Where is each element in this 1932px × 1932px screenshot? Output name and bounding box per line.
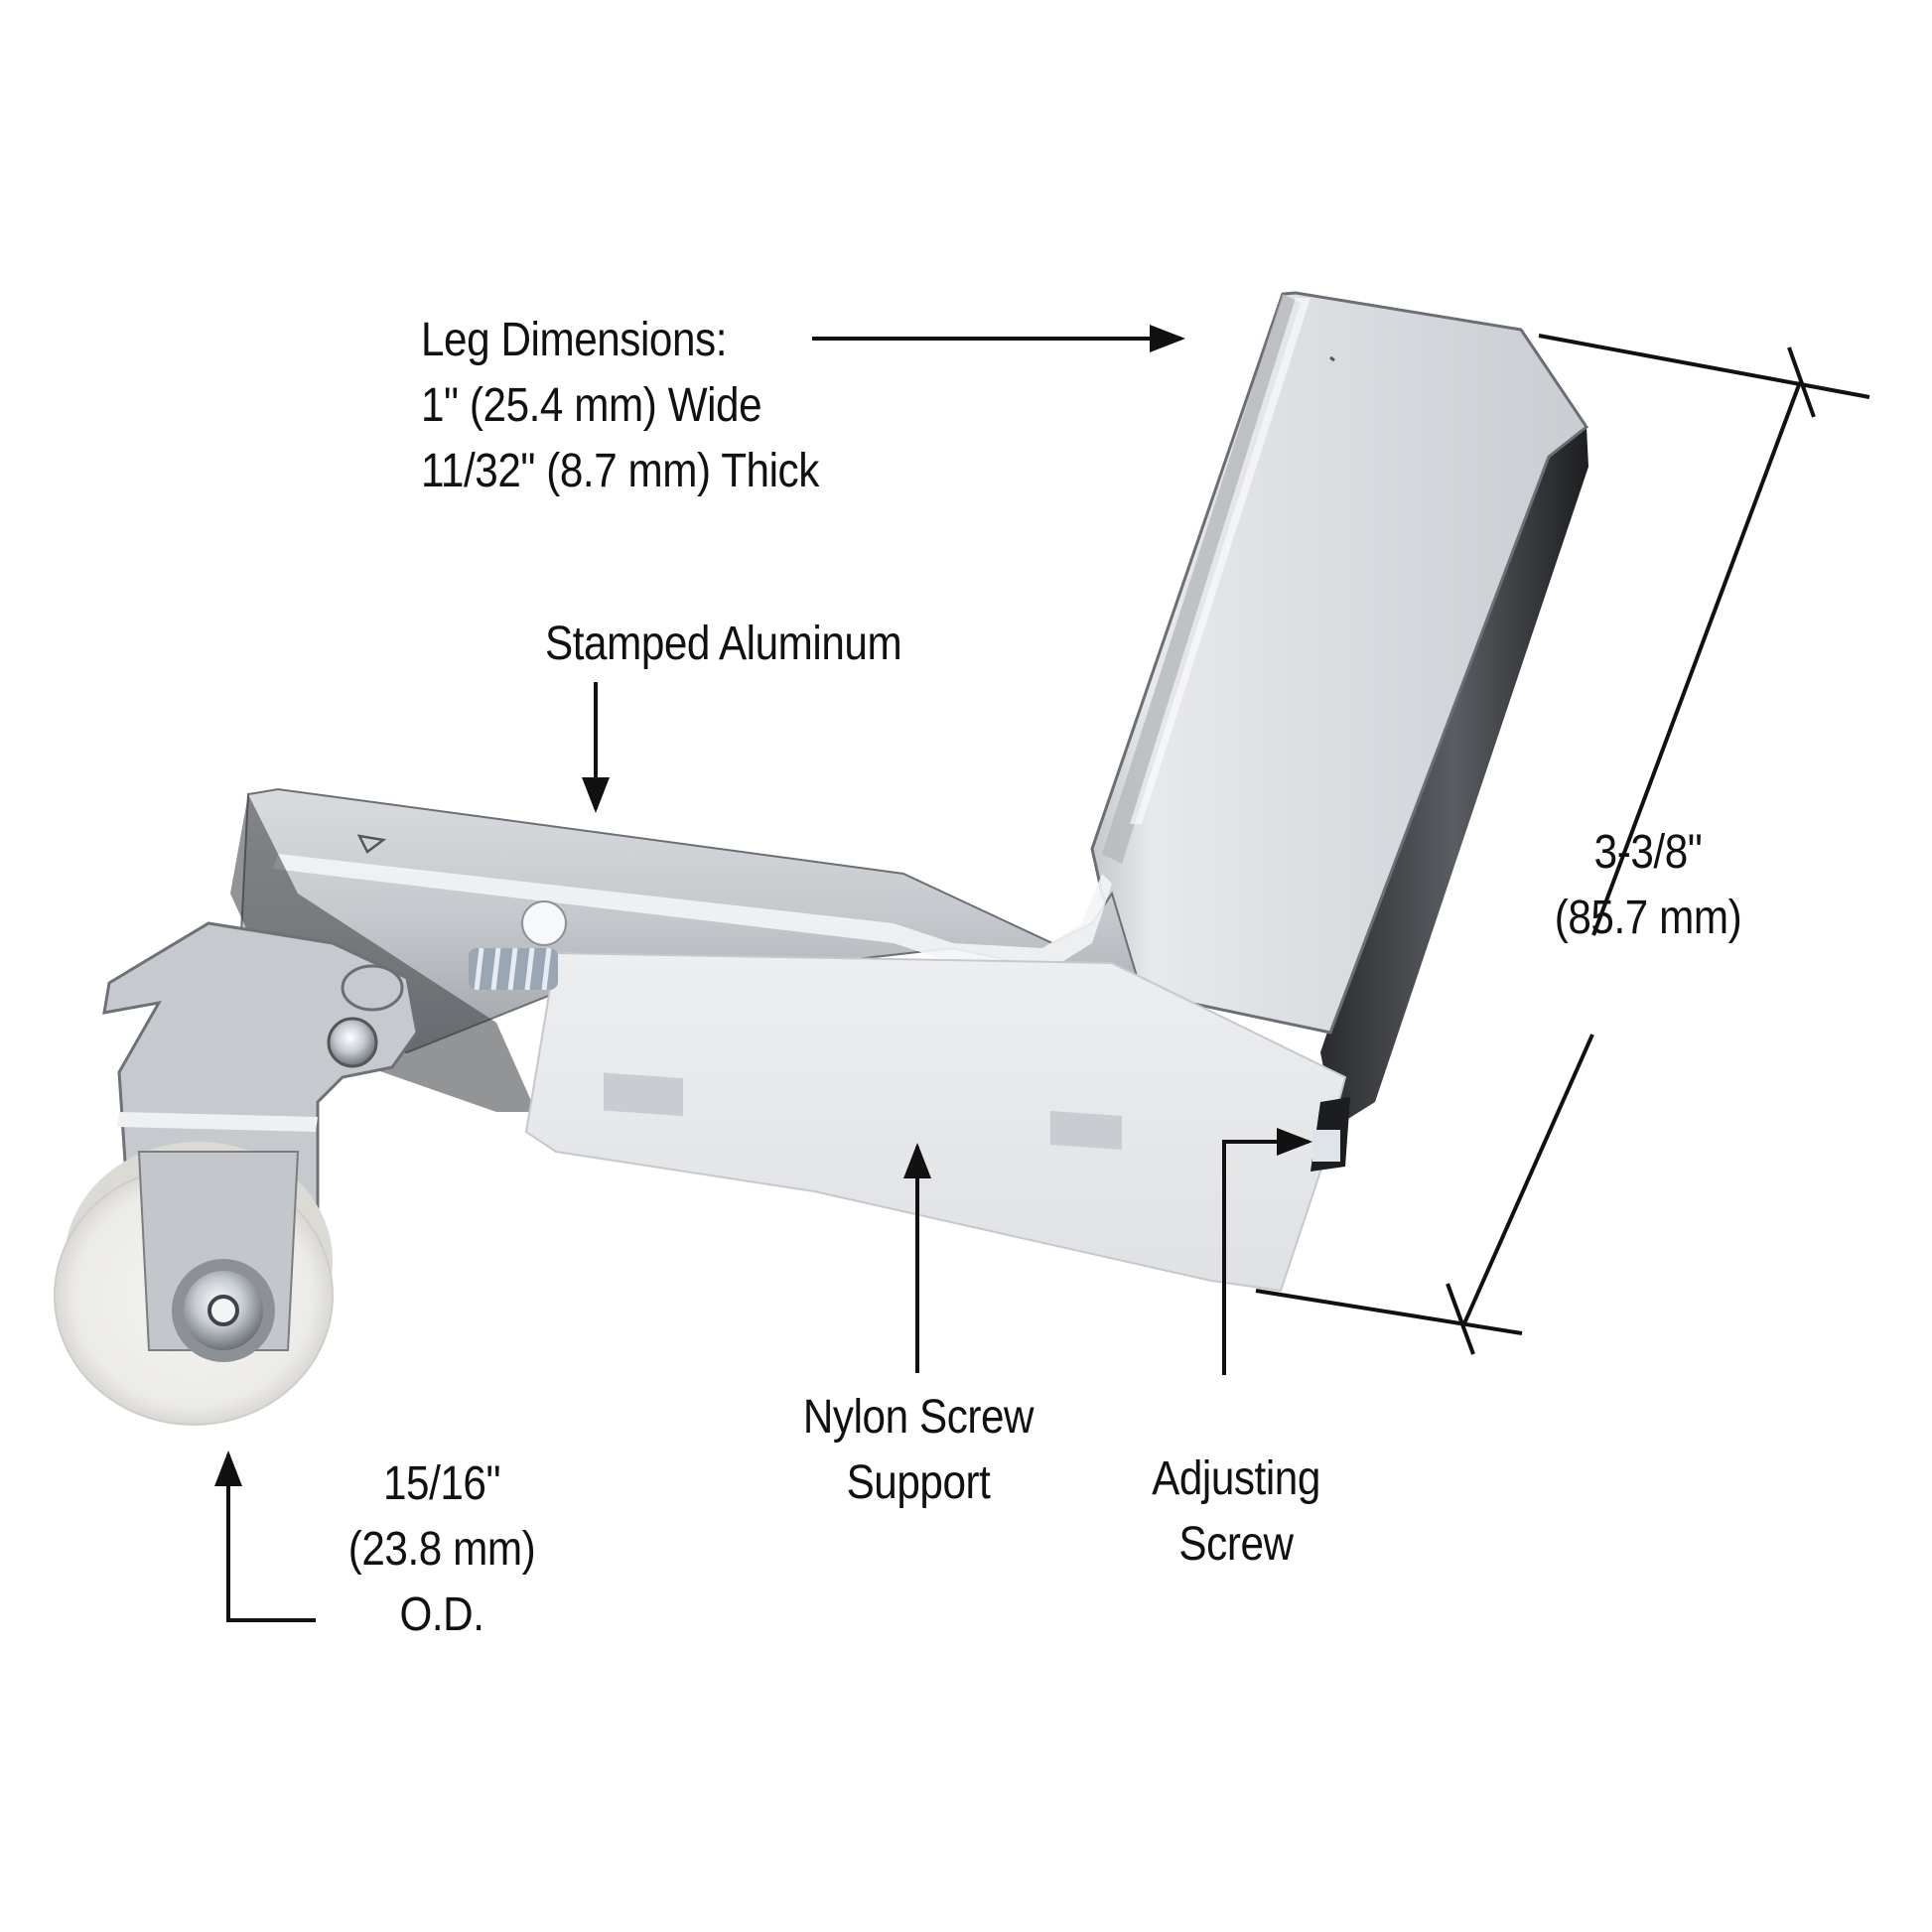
adjusting-screw-label: Adjusting Screw — [1152, 1452, 1320, 1571]
height-dimension-line-upper — [1591, 381, 1802, 936]
wheel-diameter-imperial: 15/16" — [382, 1457, 501, 1510]
height-metric: (85.7 mm) — [1554, 892, 1742, 944]
wheel-diameter-metric: (23.8 mm) — [347, 1523, 536, 1576]
adjusting-screw-thread — [469, 947, 558, 991]
leg-dimensions-label: Leg Dimensions: 1" (25.4 mm) Wide 11/32"… — [421, 308, 819, 504]
adjusting-screw-head — [1311, 1097, 1350, 1172]
annotation-lines — [214, 325, 1870, 1622]
overall-height-label: 3-3/8" (85.7 mm) — [1517, 820, 1779, 951]
vertical-leg — [1090, 291, 1589, 1127]
nylon-screw-support-label: Nylon Screw Support — [802, 1391, 1035, 1509]
leg-width: 1" (25.4 mm) Wide — [421, 379, 762, 432]
leg-thickness: 11/32" (8.7 mm) Thick — [421, 445, 819, 497]
wheel-diameter-arrow — [214, 1450, 316, 1622]
height-extension-top — [1538, 334, 1870, 399]
wheel-diameter-od: O.D. — [399, 1588, 484, 1641]
nylon-screw-support-block — [521, 900, 1347, 1293]
height-imperial: 3-3/8" — [1593, 826, 1703, 879]
wheel-diameter-label: 15/16" (23.8 mm) O.D. — [320, 1451, 564, 1648]
height-extension-bottom — [1255, 1289, 1523, 1335]
nylon-wheel — [54, 1142, 334, 1426]
height-tick-bottom — [1446, 1283, 1475, 1355]
height-dimension-line-lower — [1462, 1034, 1594, 1324]
height-tick-top — [1787, 346, 1816, 418]
leg-dimensions-title: Leg Dimensions: — [421, 314, 728, 366]
stamped-aluminum-label: Stamped Aluminum — [545, 618, 902, 670]
adjusting-screw-arrow — [1222, 1128, 1312, 1375]
